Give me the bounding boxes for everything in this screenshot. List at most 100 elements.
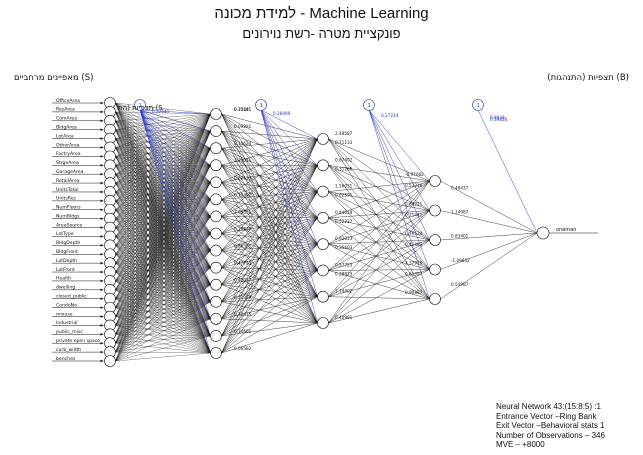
connection-line: [328, 298, 430, 324]
connection-line: [115, 130, 211, 255]
connection-line: [221, 216, 318, 219]
input-feature-label: ResArea: [56, 107, 75, 113]
connection-line: [221, 296, 318, 354]
connection-line: [115, 182, 211, 317]
connection-line: [221, 296, 318, 337]
bias-node: [134, 99, 146, 111]
connection-line: [115, 351, 211, 354]
connection-line: [221, 217, 318, 285]
bias-connection-line: [139, 109, 211, 319]
connection-line: [115, 250, 211, 335]
connection-line: [115, 301, 211, 308]
connection-line: [115, 131, 211, 362]
connection-line: [115, 250, 211, 353]
connection-line: [115, 325, 211, 354]
connection-line: [115, 138, 211, 183]
weight-label: 0.92013: [335, 236, 353, 241]
connection-line: [115, 113, 211, 299]
connection-line: [221, 113, 318, 324]
connection-line: [115, 218, 211, 234]
connection-line: [115, 263, 211, 285]
weight-label: 0.76534: [405, 231, 423, 236]
input-feature-label: dwelling: [56, 285, 75, 291]
input-feature-label: UnitsTotal: [56, 187, 78, 193]
weight-label: 0.41883: [405, 242, 423, 247]
connection-line: [115, 120, 211, 200]
connection-line: [115, 182, 211, 219]
connection-line: [115, 216, 211, 335]
connection-line: [115, 284, 211, 299]
weight-label: 0.84221: [405, 202, 423, 207]
connection-line: [115, 267, 211, 299]
weight-label: 0.28839: [234, 227, 252, 232]
connection-line: [221, 165, 318, 217]
connection-line: [328, 138, 430, 211]
connection-line: [328, 210, 430, 324]
bias-connection-line: [139, 109, 211, 217]
weight-label: 0.15624: [234, 141, 252, 146]
connection-line: [221, 270, 318, 285]
connection-line: [115, 216, 211, 326]
connection-line: [115, 113, 211, 290]
connection-line: [115, 254, 211, 268]
connection-line: [115, 209, 211, 268]
connection-line: [115, 318, 211, 353]
input-feature-label: LotType: [56, 231, 74, 237]
connection-line: [115, 191, 211, 251]
input-feature-label: BldgFront: [56, 249, 78, 255]
connection-line: [115, 301, 211, 326]
connection-line: [115, 147, 211, 302]
connection-line: [221, 138, 318, 337]
connection-line: [115, 130, 211, 282]
connection-line: [115, 138, 211, 200]
connection-line: [328, 243, 430, 270]
connection-line: [115, 165, 211, 335]
connection-line: [115, 218, 211, 268]
connection-line: [221, 284, 318, 324]
connection-line: [115, 271, 211, 302]
connection-line: [221, 148, 318, 245]
weight-label: 1.14402: [335, 289, 353, 294]
connection-line: [115, 334, 211, 337]
connection-line: [221, 284, 318, 297]
connection-line: [115, 113, 211, 326]
connection-line: [221, 165, 318, 285]
connection-line: [115, 129, 211, 200]
connection-line: [115, 156, 211, 251]
weight-label: 0.44619: [335, 210, 353, 215]
input-feature-label: StrgeArea: [56, 160, 79, 166]
weight-label: 0.35603: [335, 245, 353, 250]
connection-line: [115, 165, 211, 317]
connection-line: [115, 102, 211, 302]
connection-line: [115, 113, 211, 175]
connection-line: [221, 165, 318, 271]
output-weight-label: 0.54987: [451, 282, 469, 287]
bias-weight-label: 0.8928: [490, 115, 505, 120]
input-feature-label: curb_width: [56, 347, 81, 353]
bias-connection-line: [139, 109, 211, 234]
input-feature-label: AreaSource: [56, 222, 83, 228]
connection-line: [115, 216, 211, 282]
connection-line: [115, 335, 211, 353]
arrow-head: [100, 128, 104, 131]
arrow-head: [100, 315, 104, 318]
connection-line: [115, 199, 211, 335]
connection-line: [115, 245, 211, 268]
connection-line: [115, 233, 211, 344]
connection-line: [221, 113, 318, 166]
connection-line: [440, 180, 538, 234]
connection-line: [115, 174, 211, 251]
connection-line: [115, 147, 211, 200]
connection-line: [115, 199, 211, 255]
connection-line: [115, 165, 211, 268]
connection-line: [328, 180, 430, 219]
connection-line: [115, 191, 211, 302]
connection-line: [328, 138, 430, 182]
connection-line: [221, 113, 318, 245]
connection-line: [221, 217, 318, 234]
connection-line: [115, 182, 211, 273]
connection-line: [115, 174, 211, 234]
bias-connections-group: [139, 109, 538, 354]
connection-line: [115, 216, 211, 264]
